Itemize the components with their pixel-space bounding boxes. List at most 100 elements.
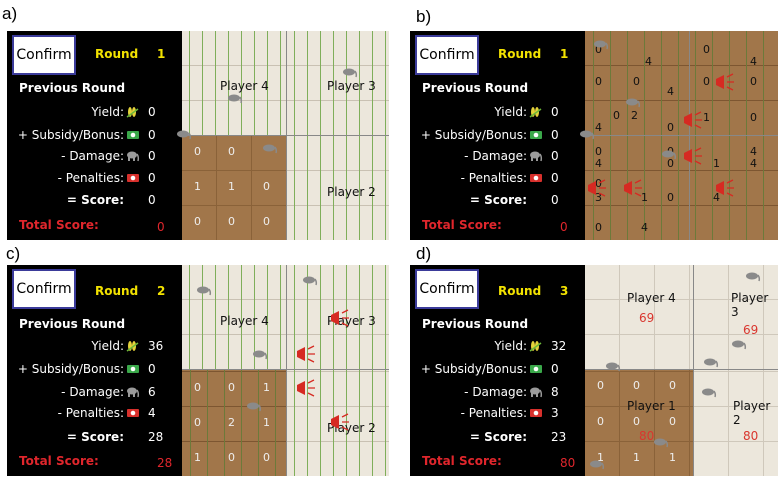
round-label: Round — [498, 284, 542, 298]
penalty-ticket-icon — [127, 174, 139, 182]
yield-value: 0 — [148, 105, 156, 119]
player4-field[interactable] — [182, 31, 286, 135]
horn-deterrent-icon[interactable] — [681, 145, 703, 167]
elephant-icon — [590, 460, 605, 470]
penalties-value: 4 — [148, 406, 156, 420]
player3-field[interactable] — [287, 31, 389, 135]
damage-label: - Damage: — [464, 149, 527, 163]
farm-board: Player 4 Player 3 Player 2 0 0 1 1 0 0 0… — [177, 31, 389, 240]
damage-value: 8 — [551, 385, 559, 399]
grid-number: 0 — [669, 379, 676, 392]
yield-value: 36 — [148, 339, 164, 353]
elephant-icon — [197, 286, 212, 296]
corn-icon — [126, 107, 139, 118]
elephant-icon — [606, 362, 621, 372]
money-icon — [127, 365, 139, 373]
grid-number: 0 — [750, 75, 757, 88]
yield-label: Yield: — [91, 105, 124, 119]
confirm-button[interactable]: Confirm — [12, 269, 76, 309]
grid-number: 0 — [597, 415, 604, 428]
confirm-button[interactable]: Confirm — [415, 35, 479, 75]
panel-label-c: c) — [6, 244, 21, 263]
farm-board: Player 4 69 Player 3 69 Player 1 80 Play… — [585, 265, 778, 476]
panel-label-a: a) — [2, 4, 18, 23]
score-label: = Score: — [66, 430, 124, 444]
board-divider — [286, 265, 287, 476]
elephant-icon — [228, 94, 243, 104]
grid-number: 1 — [713, 157, 720, 170]
horn-deterrent-icon[interactable] — [681, 109, 703, 131]
damage-value: 6 — [148, 385, 156, 399]
player1-field[interactable] — [182, 136, 286, 240]
penalties-row: - Penalties: 0 — [7, 171, 182, 187]
farm-board: 0 4 0 4 0 0 4 0 0 4 0 2 0 1 0 0 0 4 4 0 … — [580, 31, 778, 240]
subsidy-label: + Subsidy/Bonus: — [17, 128, 124, 142]
horn-deterrent-icon[interactable] — [294, 377, 316, 399]
grid-number: 0 — [194, 416, 201, 429]
subsidy-label: + Subsidy/Bonus: — [17, 362, 124, 376]
player1-score: 80 — [639, 429, 655, 443]
confirm-button[interactable]: Confirm — [415, 269, 479, 309]
grid-number: 1 — [703, 111, 710, 124]
player2-label: Player 2 — [733, 399, 771, 427]
score-label: = Score: — [469, 193, 527, 207]
confirm-button[interactable]: Confirm — [12, 35, 76, 75]
player4-field[interactable] — [182, 265, 286, 369]
elephant-icon — [746, 272, 761, 282]
player4-label: Player 4 — [220, 314, 269, 328]
round-value: 2 — [157, 284, 166, 298]
round-label: Round — [95, 47, 139, 61]
panel-b: Confirm Round 1 Previous Round Yield: 0 … — [410, 31, 778, 240]
penalties-label: - Penalties: — [57, 406, 124, 420]
previous-round-heading: Previous Round — [19, 317, 126, 331]
score-value: 0 — [551, 193, 559, 207]
horn-deterrent-icon[interactable] — [328, 411, 350, 433]
elephant-icon — [177, 130, 192, 140]
horn-deterrent-icon[interactable] — [328, 307, 350, 329]
total-score-value: 80 — [560, 456, 576, 470]
horn-deterrent-icon[interactable] — [621, 177, 643, 199]
horn-deterrent-icon[interactable] — [294, 343, 316, 365]
player3-field[interactable] — [694, 265, 778, 369]
player2-score: 80 — [743, 429, 759, 443]
grid-number: 0 — [667, 191, 674, 204]
grid-number: 0 — [194, 145, 201, 158]
player3-label: Player 3 — [731, 291, 769, 319]
horn-deterrent-icon[interactable] — [713, 71, 735, 93]
elephant-icon — [704, 358, 719, 368]
grid-number: 3 — [595, 191, 602, 204]
yield-row: Yield: 0 — [7, 105, 182, 121]
subsidy-label: + Subsidy/Bonus: — [420, 362, 527, 376]
damage-row: - Damage: 0 — [7, 149, 182, 165]
damage-row: - Damage: 6 — [7, 385, 182, 401]
damage-label: - Damage: — [464, 385, 527, 399]
corn-icon — [529, 107, 542, 118]
grid-number: 0 — [633, 415, 640, 428]
elephant-icon — [594, 40, 609, 50]
grid-number: 2 — [228, 416, 235, 429]
yield-label: Yield: — [91, 339, 124, 353]
horn-deterrent-icon[interactable] — [585, 177, 607, 199]
damage-label: - Damage: — [61, 385, 124, 399]
yield-row: Yield: 32 — [410, 339, 585, 355]
player4-field[interactable] — [585, 265, 693, 369]
money-icon — [530, 365, 542, 373]
board-divider — [585, 135, 778, 136]
player2-field[interactable] — [694, 370, 778, 476]
player1-field[interactable] — [182, 370, 286, 476]
grid-number: 4 — [750, 157, 757, 170]
panel-label-b: b) — [416, 7, 432, 26]
total-score-label: Total Score: — [19, 454, 99, 468]
grid-number: 0 — [613, 109, 620, 122]
grid-number: 1 — [633, 451, 640, 464]
penalty-ticket-icon — [127, 409, 139, 417]
total-score-value: 28 — [157, 456, 173, 470]
elephant-icon — [732, 340, 747, 350]
previous-round-heading: Previous Round — [19, 81, 126, 95]
round-value: 3 — [560, 284, 569, 298]
player1-field[interactable] — [585, 370, 693, 476]
horn-deterrent-icon[interactable] — [713, 177, 735, 199]
player2-field[interactable] — [287, 136, 389, 240]
player3-label: Player 3 — [327, 314, 376, 328]
grid-number: 0 — [263, 215, 270, 228]
